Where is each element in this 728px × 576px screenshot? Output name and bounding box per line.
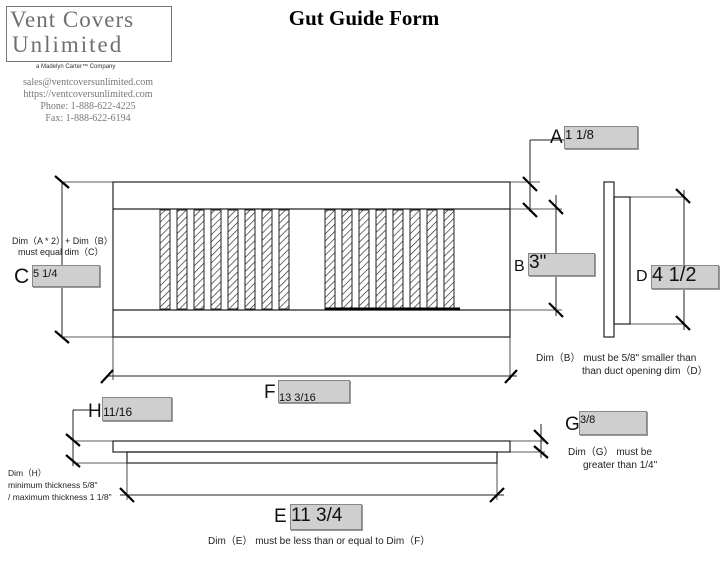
louver-slat [375, 209, 387, 310]
dim-d-field[interactable]: 4 1/2 [651, 265, 719, 289]
right-slat-group [324, 209, 455, 310]
dim-e-label: E [274, 506, 287, 527]
louver-slat [426, 209, 438, 310]
logo-line-1: Vent Covers [10, 7, 135, 32]
dim-g-field[interactable]: 3/8 [579, 411, 647, 435]
dim-f-label: F [264, 382, 276, 403]
b-rule-line-1: Dim（B） must be 5/8" smaller than [536, 353, 697, 364]
dim-g-label: G [565, 414, 580, 435]
louver-slat [193, 209, 205, 310]
vent-profile-face [112, 440, 511, 453]
louver-slat [278, 209, 290, 310]
left-slat-group [159, 209, 290, 310]
dim-a-label: A [550, 127, 563, 148]
dim-b-label: B [514, 258, 525, 275]
dim-c-field[interactable]: 5 1/4 [32, 265, 100, 287]
vent-profile-duct [126, 451, 498, 464]
louver-slat [261, 209, 273, 310]
contact-phone: Phone: 1-888-622-4225 [40, 101, 136, 112]
logo-line-2: Unlimited [12, 32, 124, 57]
e-rule: Dim（E） must be less than or equal to Dim… [208, 536, 431, 547]
louver-slat [443, 209, 455, 310]
louver-slat [358, 209, 370, 310]
louver-slat [244, 209, 256, 310]
louver-slat [227, 209, 239, 310]
logo-subtitle: a Madelyn Carter™ Company [36, 64, 116, 70]
louver-slat [210, 209, 222, 310]
contact-email[interactable]: sales@ventcoversunlimited.com [22, 77, 153, 88]
louver-slat [324, 209, 336, 310]
h-rule-line-1: Dim（H） [8, 468, 47, 478]
dim-f-field[interactable]: 13 3/16 [278, 380, 350, 403]
vent-side-duct [613, 196, 631, 325]
louver-slat [159, 209, 171, 310]
vent-side-frame [603, 181, 615, 338]
c-rule-line-1: Dim（A * 2）+ Dim（B） [12, 236, 113, 246]
dim-d-label: D [636, 268, 648, 285]
vent-front-frame [112, 181, 511, 338]
louver-slat [392, 209, 404, 310]
c-rule-line-2: must equal dim（C） [18, 247, 104, 257]
g-rule-line-2: greater than 1/4" [583, 460, 658, 471]
page-title: Gut Guide Form [288, 6, 440, 30]
dim-c-label: C [14, 265, 30, 288]
contact-website[interactable]: https://ventcoversunlimited.com [23, 89, 153, 100]
h-rule-line-3: / maximum thickness 1 1/8" [8, 492, 112, 502]
louver-slat [341, 209, 353, 310]
dim-e-field[interactable]: 11 3/4 [290, 504, 362, 530]
dim-b-field[interactable]: 3" [528, 253, 595, 276]
h-rule-line-2: minimum thickness 5/8" [8, 480, 98, 490]
b-rule-line-2: than duct opening dim（D） [582, 366, 708, 377]
contact-fax: Fax: 1-888-622-6194 [45, 113, 131, 124]
dim-h-label: H [88, 401, 102, 422]
louver-slat [409, 209, 421, 310]
company-logo [6, 6, 172, 62]
g-rule-line-1: Dim（G） must be [568, 447, 652, 458]
louver-slat [176, 209, 188, 310]
dim-a-field[interactable]: 1 1/8 [564, 126, 638, 149]
dim-h-field[interactable]: 11/16 [102, 397, 172, 421]
